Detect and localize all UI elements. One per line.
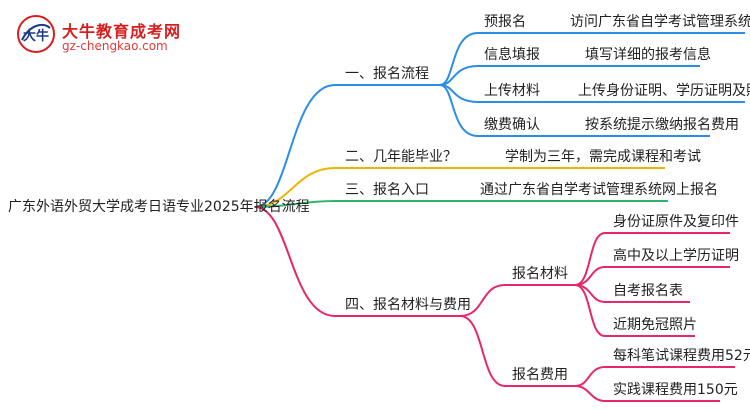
connector-root-b3 xyxy=(254,200,336,208)
step-info-entry-detail: 填写详细的报考信息 xyxy=(585,47,711,63)
material-education-proof: 高中及以上学历证明 xyxy=(613,248,739,264)
material-id-card: 身份证原件及复印件 xyxy=(613,214,739,230)
branch-registration-entry: 三、报名入口 xyxy=(345,182,429,198)
root-topic: 广东外语外贸大学成考日语专业2025年报名流程 xyxy=(8,199,310,215)
step-upload-materials: 上传材料 xyxy=(484,83,540,99)
fee-written-exam: 每科笔试课程费用52元 xyxy=(613,348,750,364)
connector-b4-materials xyxy=(459,284,506,317)
connector-root-b4 xyxy=(254,206,336,317)
step-payment-detail: 按系统提示缴纳报名费用 xyxy=(585,117,739,133)
step-upload-materials-detail: 上传身份证明、学历证明及照片 xyxy=(578,83,750,99)
fee-practice-course: 实践课程费用150元 xyxy=(613,382,738,398)
node-materials: 报名材料 xyxy=(512,266,568,282)
site-logo[interactable]: 大牛 大牛教育成考网 gz-chengkao.com xyxy=(8,12,238,56)
branch-graduation-years: 二、几年能毕业？ xyxy=(345,149,457,165)
connector-b1-c4 xyxy=(439,84,479,137)
branch-registration-process: 一、报名流程 xyxy=(345,66,429,82)
logo-url: gz-chengkao.com xyxy=(62,39,168,53)
material-registration-form: 自考报名表 xyxy=(613,283,683,299)
connector-mat-4 xyxy=(574,284,606,337)
step-info-entry: 信息填报 xyxy=(484,47,540,63)
step-pre-registration-detail: 访问广东省自学考试管理系统注册 xyxy=(570,14,750,30)
step-payment: 缴费确认 xyxy=(484,117,540,133)
connector-b1-c1 xyxy=(439,32,479,86)
node-fees: 报名费用 xyxy=(512,367,568,383)
graduation-years-detail: 学制为三年，需完成课程和考试 xyxy=(505,149,701,165)
connector-fee-2 xyxy=(574,385,606,402)
connector-root-b2 xyxy=(254,167,336,208)
logo-mark-icon: 大牛 xyxy=(17,15,55,53)
logo-mark-text: 大牛 xyxy=(23,28,49,44)
connector-root-b1 xyxy=(254,84,336,208)
material-photo: 近期免冠照片 xyxy=(613,317,697,333)
step-pre-registration: 预报名 xyxy=(484,14,526,30)
connector-fee-1 xyxy=(574,366,606,387)
registration-entry-detail: 通过广东省自学考试管理系统网上报名 xyxy=(480,182,718,198)
logo-title: 大牛教育成考网 xyxy=(62,22,182,41)
connector-b4-fees xyxy=(459,315,506,387)
branch-materials-and-fees: 四、报名材料与费用 xyxy=(345,297,471,313)
